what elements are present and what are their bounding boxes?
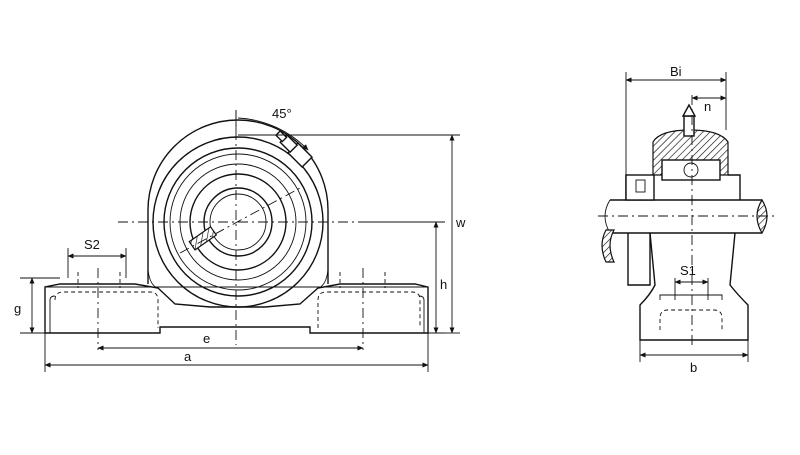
left-foot-edge bbox=[49, 295, 56, 333]
right-slot-hidden bbox=[317, 291, 421, 328]
side-nipple-tip bbox=[681, 103, 697, 117]
shaft-break-right bbox=[756, 198, 768, 235]
shaft-section-left bbox=[601, 229, 615, 263]
dim-n-label: n bbox=[704, 99, 711, 114]
bearing-ring-section bbox=[661, 159, 721, 181]
dim-bi-label: Bi bbox=[670, 64, 682, 79]
angle-arc bbox=[237, 117, 309, 151]
housing-left-boss bbox=[627, 233, 651, 286]
dim-b-label: b bbox=[690, 360, 697, 375]
collar-left bbox=[625, 174, 655, 201]
diagonal-centerline bbox=[179, 187, 301, 254]
base-slot-top bbox=[659, 294, 723, 300]
ball-element bbox=[683, 162, 699, 178]
side-grease-nipple bbox=[683, 115, 695, 137]
set-screw bbox=[188, 225, 218, 251]
front-view: 45° S2 g e a h w bbox=[14, 106, 466, 372]
dim-a-label: a bbox=[184, 349, 192, 364]
collar-screw bbox=[635, 179, 646, 193]
dim-s1-label: S1 bbox=[680, 263, 696, 278]
dim-h-label: h bbox=[440, 277, 447, 292]
housing-fillet-right bbox=[317, 269, 329, 289]
left-slot-hidden bbox=[54, 291, 159, 328]
side-slot-hidden bbox=[659, 309, 723, 330]
housing-body bbox=[147, 119, 329, 284]
base-outline bbox=[44, 283, 429, 334]
dim-e-label: e bbox=[203, 331, 210, 346]
right-foot-edge bbox=[418, 295, 425, 333]
dim-g-label: g bbox=[14, 301, 21, 316]
angle-label: 45° bbox=[272, 106, 292, 121]
housing-lower-body bbox=[639, 232, 749, 341]
shaft-break-left bbox=[604, 199, 611, 234]
dim-w-label: w bbox=[455, 215, 466, 230]
housing-fillet-left bbox=[147, 269, 159, 289]
side-view: Bi n S1 b bbox=[598, 64, 775, 375]
dim-s2-label: S2 bbox=[84, 237, 100, 252]
